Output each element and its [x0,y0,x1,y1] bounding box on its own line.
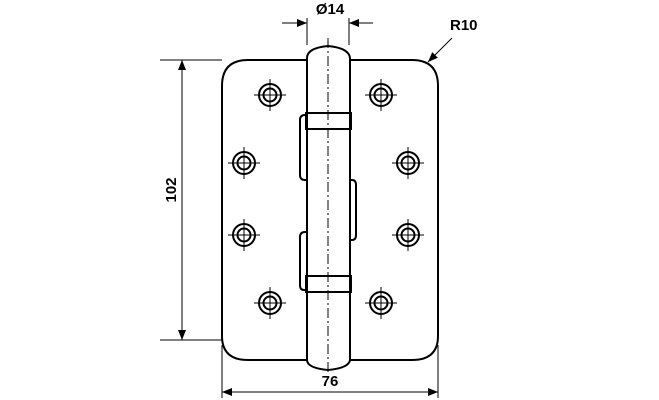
screw-hole [364,286,398,320]
corner-radius-label: R10 [450,17,478,34]
width-dimension: 76 [221,345,439,398]
screw-hole [391,218,425,252]
height-dimension: 102 [160,59,222,341]
right-leaf [350,59,439,361]
screw-hole [364,78,398,112]
height-label: 102 [163,177,180,202]
hinge-pin [306,44,351,372]
pin-diameter-label: Ø14 [316,1,345,18]
corner-radius-dimension: R10 [427,17,478,63]
screw-hole [253,286,287,320]
screw-hole [227,218,261,252]
pin-diameter-dimension: Ø14 [282,1,373,45]
screw-hole [253,78,287,112]
screw-hole [227,146,261,180]
left-leaf [221,59,307,361]
width-label: 76 [322,373,339,390]
screw-hole [391,146,425,180]
